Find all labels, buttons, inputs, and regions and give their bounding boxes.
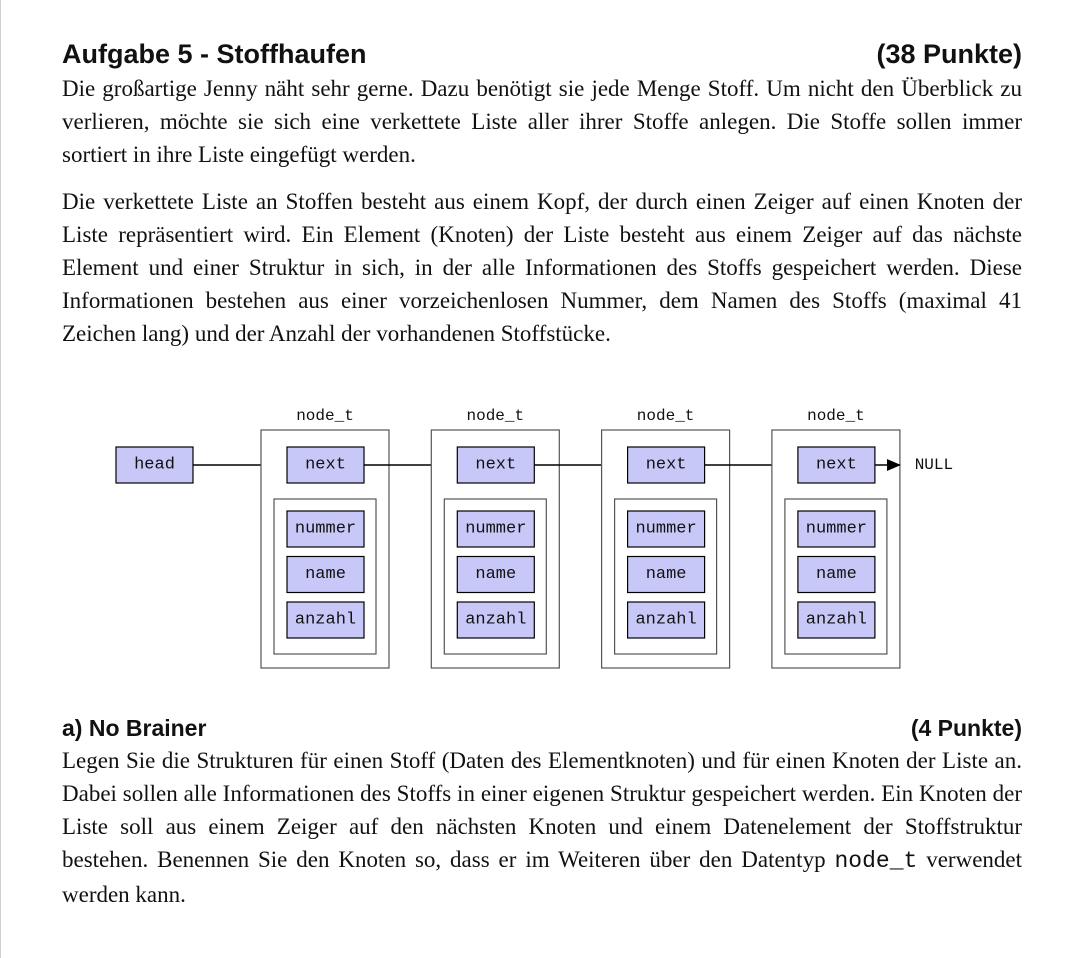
data-struct-box [784,498,888,655]
subtask-text: Legen Sie die Strukturen für einen Stoff… [62,748,1022,872]
field-label-anzahl: anzahl [806,611,867,630]
page-content: Aufgabe 5 - Stoffhaufen (38 Punkte) Die … [62,36,1022,350]
field-cell-nummer [626,510,706,548]
subtask-title: a) No Brainer [62,715,207,741]
field-label-nummer: nummer [806,520,867,539]
node-box [260,429,390,669]
field-label-name: name [816,565,857,584]
data-struct-box [273,498,377,655]
next-cell [797,446,876,484]
field-cell-nummer [456,510,535,548]
field-cell-name [286,555,365,594]
node-type-label: node_t [466,407,524,425]
field-cell-name [456,555,535,594]
next-cell [456,446,535,484]
data-struct-box [443,498,547,655]
field-label-anzahl: anzahl [465,611,526,630]
next-label: next [646,456,687,475]
subtask-paragraph: Legen Sie die Strukturen für einen Stoff… [62,744,1022,911]
task-points: (38 Punkte) [876,39,1022,69]
field-cell-anzahl [797,601,876,639]
subtask-points: (4 Punkte) [910,715,1022,741]
node-type-label: node_t [296,407,354,425]
null-label: NULL [915,456,953,474]
subtask-text-tail: verwendet werden kann. [62,847,1023,907]
task-heading: Aufgabe 5 - Stoffhaufen (38 Punkte) [62,36,1022,72]
field-cell-anzahl [456,601,535,639]
next-label: next [305,456,346,475]
field-label-anzahl: anzahl [295,611,356,630]
next-label: next [475,456,516,475]
next-label: next [816,456,857,475]
head-label: head [134,456,175,475]
field-cell-nummer [286,510,365,548]
node-box [771,429,901,669]
field-label-name: name [305,565,346,584]
field-label-nummer: nummer [635,520,696,539]
data-struct-box [613,498,718,655]
field-cell-anzahl [626,601,706,639]
page-edge [0,0,1,958]
field-label-nummer: nummer [465,520,526,539]
node-type-label: node_t [637,407,695,425]
field-label-name: name [646,565,687,584]
field-cell-anzahl [286,601,365,639]
task-title: Aufgabe 5 - Stoffhaufen [62,39,367,69]
field-label-name: name [475,565,516,584]
next-cell [286,446,365,484]
task-paragraph-1: Die großartige Jenny näht sehr gerne. Da… [62,76,1022,167]
subtask-heading: a) No Brainer (4 Punkte) [62,712,1022,744]
head-cell [115,446,194,484]
task-paragraph-2: Die verkettete Liste an Stoffen besteht … [62,189,1022,346]
next-cell [626,446,706,484]
field-cell-nummer [797,510,876,548]
field-cell-name [626,555,706,594]
field-label-nummer: nummer [295,520,356,539]
subtask-block: a) No Brainer (4 Punkte) Legen Sie die S… [62,712,1022,911]
node-type-label: node_t [807,407,865,425]
node-box [600,429,731,669]
field-cell-name [797,555,876,594]
inline-code-node-t: node_t [834,848,918,874]
field-label-anzahl: anzahl [635,611,696,630]
node-box [430,429,560,669]
